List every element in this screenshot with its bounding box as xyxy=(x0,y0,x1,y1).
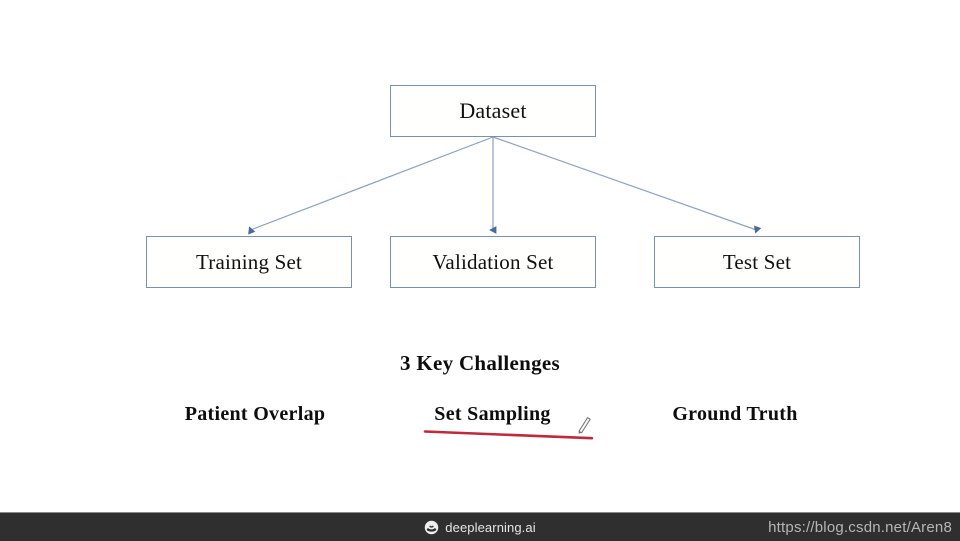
watermark-url: https://blog.csdn.net/Aren8 xyxy=(768,518,952,536)
challenges-heading: 3 Key Challenges xyxy=(400,351,560,375)
brand-block: deeplearning.ai xyxy=(0,513,960,541)
edge-dataset-to-training xyxy=(248,136,494,235)
deeplearning-spiral-icon xyxy=(424,520,439,535)
node-test-set: Test Set xyxy=(654,236,860,288)
node-validation-set-label: Validation Set xyxy=(432,249,554,274)
edge-dataset-to-test xyxy=(492,136,762,234)
node-training-set: Training Set xyxy=(146,236,352,288)
red-underline-stroke xyxy=(423,430,594,440)
node-training-set-label: Training Set xyxy=(195,249,303,274)
brand-label: deeplearning.ai xyxy=(445,519,536,535)
node-dataset: Dataset xyxy=(390,85,596,137)
node-test-set-label: Test Set xyxy=(722,249,792,274)
challenge-set-sampling: Set Sampling xyxy=(434,403,551,425)
footer-bar: deeplearning.ai https://blog.csdn.net/Ar… xyxy=(0,512,960,541)
node-dataset-label: Dataset xyxy=(459,98,527,123)
node-validation-set: Validation Set xyxy=(390,236,596,288)
challenge-ground-truth: Ground Truth xyxy=(672,403,798,425)
challenge-patient-overlap: Patient Overlap xyxy=(184,403,326,425)
